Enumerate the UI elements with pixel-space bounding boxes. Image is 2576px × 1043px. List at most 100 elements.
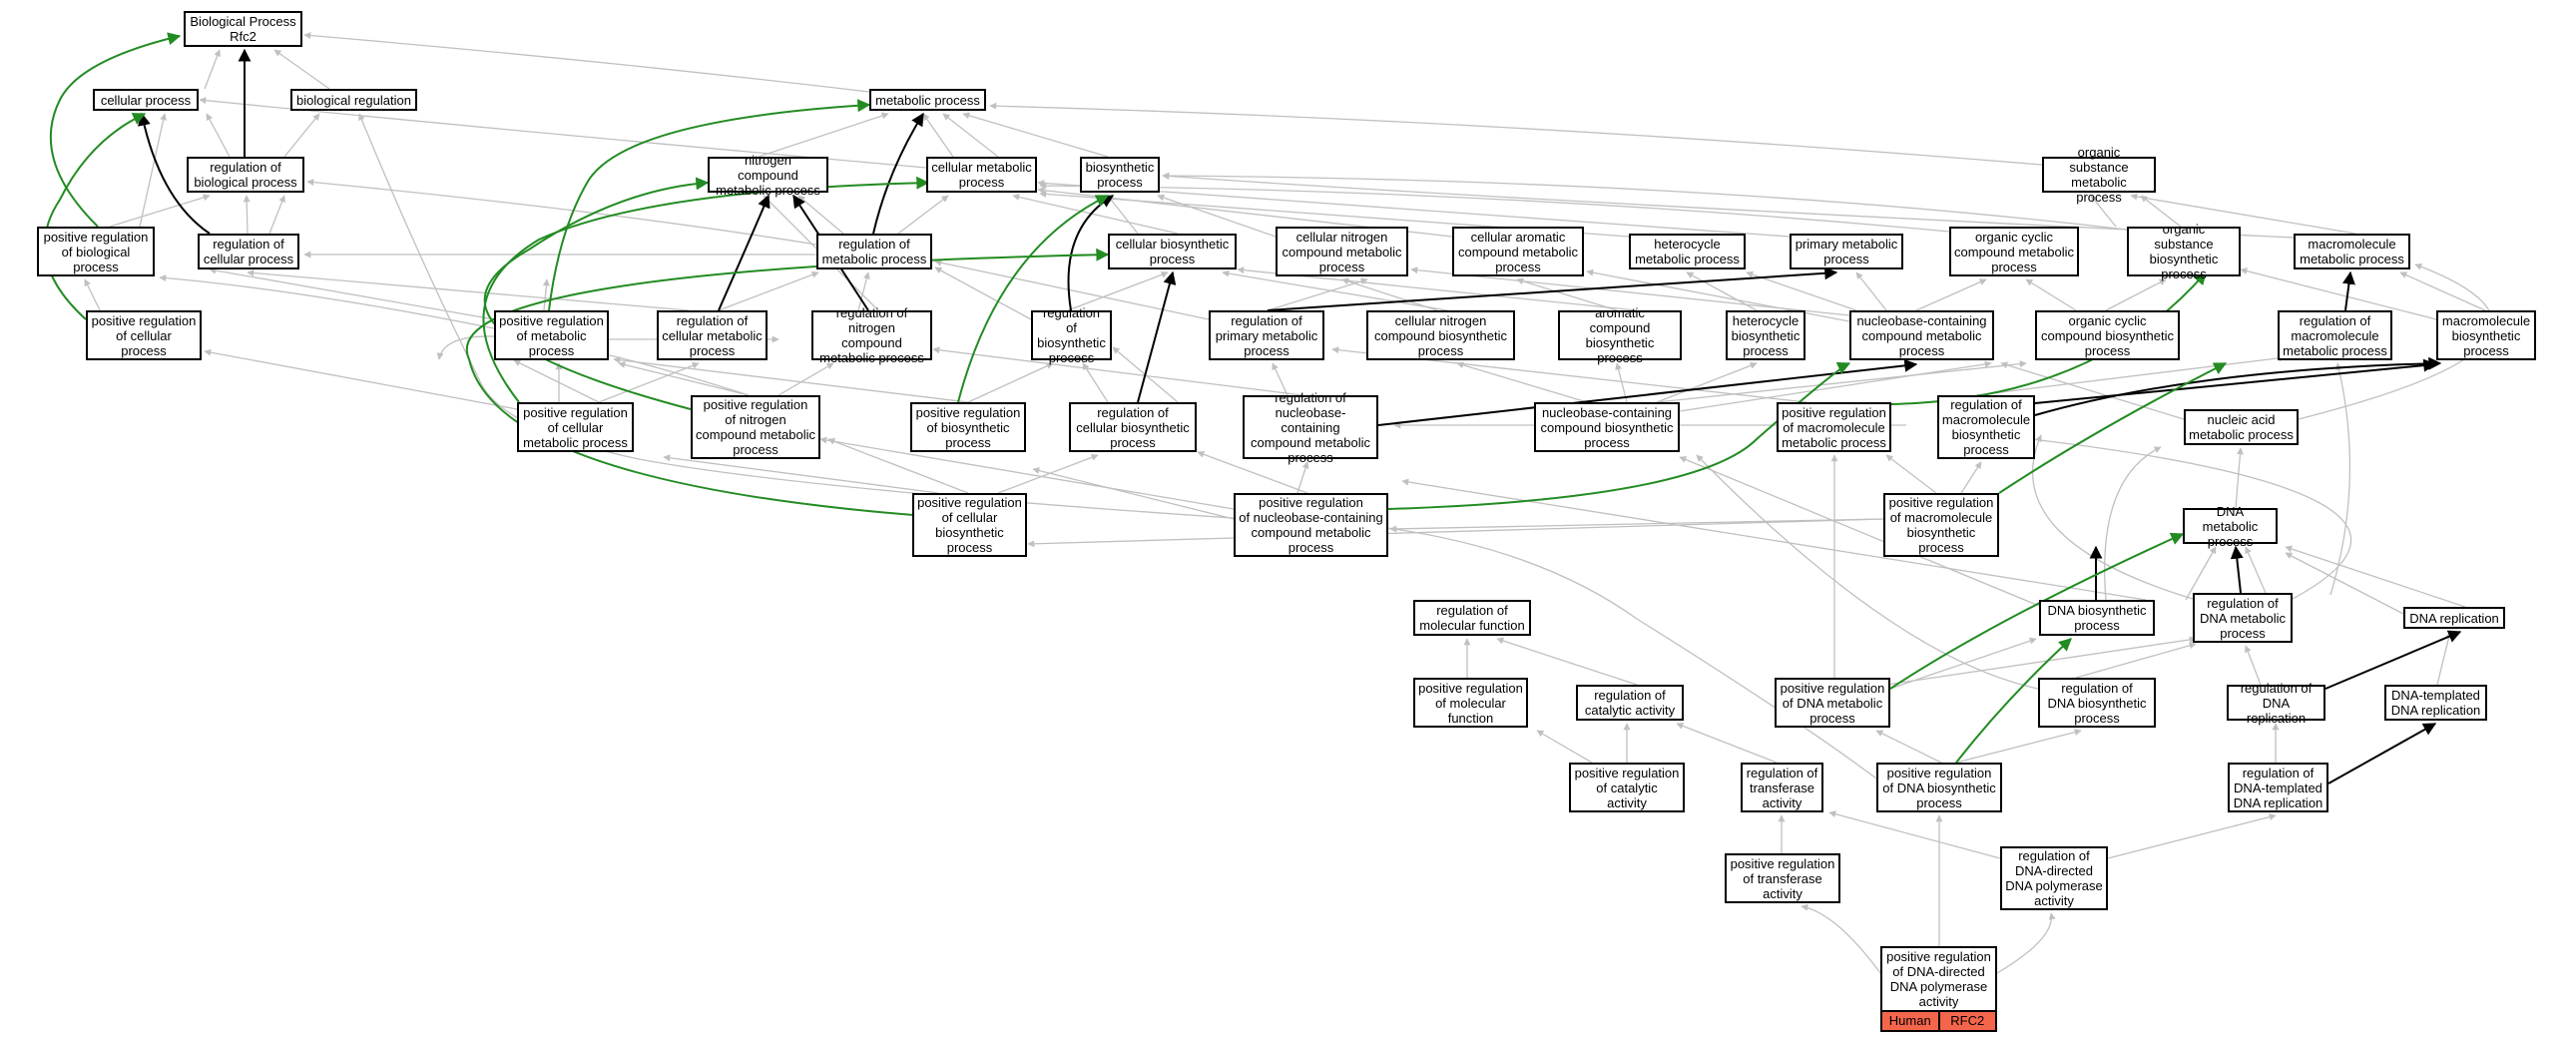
go-term-organic-substance-metabolic-process[interactable]: organic substance metabolic process — [2042, 145, 2156, 205]
go-term-dna-replication[interactable]: DNA replication — [2403, 607, 2505, 629]
go-term-positive-regulation-of-biosynthetic-process[interactable]: positive regulation of biosynthetic proc… — [910, 402, 1026, 452]
go-term-macromolecule-metabolic-process[interactable]: macromolecule metabolic process — [2294, 234, 2410, 269]
is-a-edge-36 — [718, 270, 819, 311]
is-a-edge-40 — [934, 266, 1032, 320]
go-term-regulation-of-macromolecule-metabolic-process[interactable]: regulation of macromolecule metabolic pr… — [2278, 310, 2392, 360]
go-term-regulation-of-metabolic-process[interactable]: regulation of metabolic process — [816, 234, 932, 269]
positively-regulates-edge-151 — [1889, 532, 2185, 690]
go-term-nucleobase-containing-compound-metabolic-process[interactable]: nucleobase-containing compound metabolic… — [1849, 310, 1994, 360]
go-term-cellular-nitrogen-compound-biosynthetic-process[interactable]: cellular nitrogen compound biosynthetic … — [1366, 310, 1515, 360]
go-term-regulation-of-biological-process[interactable]: regulation of biological process — [187, 157, 304, 193]
go-term-regulation-of-primary-metabolic-process[interactable]: regulation of primary metabolic process — [1209, 310, 1324, 360]
go-term-cellular-metabolic-process[interactable]: cellular metabolic process — [926, 157, 1037, 193]
go-term-regulation-of-dna-templated-dna-replication[interactable]: regulation of DNA-templated DNA replicat… — [2228, 763, 2328, 812]
go-term-positive-regulation-of-macromolecule-metabolic-process[interactable]: positive regulation of macromolecule met… — [1777, 402, 1891, 452]
go-term-regulation-of-nitrogen-compound-metabolic-process[interactable]: regulation of nitrogen compound metaboli… — [811, 305, 932, 365]
is-a-edge-114 — [1676, 723, 1778, 764]
is-a-edge-55 — [2399, 271, 2486, 311]
regulates-edge-136 — [2034, 356, 2442, 416]
positively-regulates-edge-144 — [482, 176, 930, 403]
go-term-regulation-of-molecular-function[interactable]: regulation of molecular function — [1413, 600, 1531, 636]
go-term-metabolic-process[interactable]: metabolic process — [869, 89, 986, 111]
is-a-edge-71 — [1656, 362, 1758, 403]
go-term-cellular-biosynthetic-process[interactable]: cellular biosynthetic process — [1108, 234, 1237, 269]
is-a-edge-106 — [1885, 636, 2197, 686]
go-term-regulation-of-dna-directed-dna-polymerase-activity[interactable]: regulation of DNA-directed DNA polymeras… — [2000, 846, 2108, 910]
go-term-biosynthetic-process[interactable]: biosynthetic process — [1080, 157, 1160, 193]
is-a-edge-84 — [1032, 467, 1235, 520]
is-a-edge-72 — [1679, 360, 1992, 412]
is-a-edge-124 — [1996, 912, 2056, 974]
go-term-heterocycle-biosynthetic-process[interactable]: heterocycle biosynthetic process — [1726, 310, 1805, 360]
go-term-heterocycle-metabolic-process[interactable]: heterocycle metabolic process — [1629, 234, 1746, 269]
go-term-positive-regulation-of-cellular-metabolic-process[interactable]: positive regulation of cellular metaboli… — [517, 402, 634, 452]
go-term-dna-templated-dna-replication[interactable]: DNA-templated DNA replication — [2384, 685, 2487, 721]
is-a-edge-28 — [1162, 172, 2128, 231]
is-a-edge-6 — [922, 113, 954, 158]
go-term-regulation-of-macromolecule-biosynthetic-process[interactable]: regulation of macromolecule biosynthetic… — [1937, 395, 2035, 459]
go-term-nucleobase-containing-compound-biosynthetic-process[interactable]: nucleobase-containing compound biosynthe… — [1534, 402, 1680, 452]
go-term-organic-cyclic-compound-metabolic-process[interactable]: organic cyclic compound metabolic proces… — [1949, 227, 2079, 276]
go-term-regulation-of-cellular-biosynthetic-process[interactable]: regulation of cellular biosynthetic proc… — [1069, 402, 1197, 452]
regulates-edge-128 — [718, 194, 771, 311]
is-a-edge-64 — [613, 356, 1027, 410]
is-a-edge-43 — [1341, 277, 1438, 311]
go-term-positive-regulation-of-molecular-function[interactable]: positive regulation of molecular functio… — [1413, 678, 1528, 728]
go-term-positive-regulation-of-biological-process[interactable]: positive regulation of biological proces… — [37, 227, 155, 276]
is-a-edge-15 — [306, 179, 817, 246]
go-term-regulation-of-transferase-activity[interactable]: regulation of transferase activity — [1741, 763, 1823, 812]
positively-regulates-edge-147 — [465, 248, 1110, 520]
go-term-regulation-of-dna-replication[interactable]: regulation of DNA replication — [2227, 681, 2325, 726]
go-term-regulation-of-catalytic-activity[interactable]: regulation of catalytic activity — [1576, 685, 1684, 721]
go-term-positive-regulation-of-metabolic-process[interactable]: positive regulation of metabolic process — [494, 310, 609, 360]
go-term-regulation-of-biosynthetic-process[interactable]: regulation of biosynthetic process — [1031, 305, 1112, 365]
is-a-edge-33 — [542, 278, 550, 311]
go-term-dna-biosynthetic-process[interactable]: DNA biosynthetic process — [2039, 600, 2155, 636]
go-term-cellular-aromatic-compound-metabolic-process[interactable]: cellular aromatic compound metabolic pro… — [1452, 227, 1584, 276]
gene-badge-species[interactable]: Human — [1882, 1012, 1938, 1030]
go-term-primary-metabolic-process[interactable]: primary metabolic process — [1790, 234, 1903, 269]
go-term-positive-regulation-of-cellular-process[interactable]: positive regulation of cellular process — [86, 310, 202, 360]
go-term-nitrogen-compound-metabolic-process[interactable]: nitrogen compound metabolic process — [708, 153, 828, 198]
is-a-edge-24 — [1037, 179, 1791, 238]
go-term-regulation-of-dna-metabolic-process[interactable]: regulation of DNA metabolic process — [2193, 593, 2293, 643]
is-a-edge-25 — [2090, 195, 2117, 228]
go-term-cellular-process[interactable]: cellular process — [93, 89, 199, 111]
go-term-nucleic-acid-metabolic-process[interactable]: nucleic acid metabolic process — [2184, 409, 2299, 445]
go-term-biological-process[interactable]: Biological Process Rfc2 — [184, 11, 302, 47]
go-term-positive-regulation-of-catalytic-activity[interactable]: positive regulation of catalytic activit… — [1569, 763, 1685, 812]
is-a-edge-54 — [2025, 278, 2077, 311]
go-term-cellular-nitrogen-compound-metabolic-process[interactable]: cellular nitrogen compound metabolic pro… — [1276, 227, 1408, 276]
go-term-biological-regulation[interactable]: biological regulation — [290, 89, 417, 111]
go-term-regulation-of-cellular-process[interactable]: regulation of cellular process — [198, 234, 299, 269]
go-term-positive-regulation-of-macromolecule-biosynthetic-process[interactable]: positive regulation of macromolecule bio… — [1883, 493, 1999, 557]
is-a-edge-94 — [2245, 546, 2267, 594]
is-a-edge-0 — [204, 49, 222, 90]
go-term-positive-regulation-of-transferase-activity[interactable]: positive regulation of transferase activ… — [1725, 853, 1840, 903]
is-a-edge-26 — [1039, 182, 1950, 233]
gene-badge-gene[interactable]: RFC2 — [1937, 1012, 1995, 1030]
is-a-edge-101 — [2285, 552, 2406, 616]
go-term-regulation-of-dna-biosynthetic-process[interactable]: regulation of DNA biosynthetic process — [2038, 678, 2156, 728]
go-term-positive-regulation-of-dna-directed-dna-polymerase-activity[interactable]: positive regulation of DNA-directed DNA … — [1880, 946, 1997, 1012]
is-a-edge-7 — [942, 113, 999, 158]
is-a-edge-52 — [1915, 278, 1987, 311]
is-a-edge-75 — [1975, 354, 2287, 396]
is-a-edge-16 — [797, 195, 844, 235]
go-term-positive-regulation-of-nucleobase-containing-compound-metabolic-process[interactable]: positive regulation of nucleobase-contai… — [1234, 493, 1388, 557]
go-term-positive-regulation-of-dna-biosynthetic-process[interactable]: positive regulation of DNA biosynthetic … — [1876, 763, 2002, 812]
go-term-regulation-of-cellular-metabolic-process[interactable]: regulation of cellular metabolic process — [657, 310, 768, 360]
go-term-regulation-of-nucleobase-containing-compound-metabolic-process[interactable]: regulation of nucleobase-containing comp… — [1243, 390, 1378, 465]
is-a-edge-14 — [268, 195, 285, 235]
regulates-edge-135 — [2034, 358, 2437, 404]
go-term-positive-regulation-of-dna-metabolic-process[interactable]: positive regulation of DNA metabolic pro… — [1775, 678, 1890, 728]
go-term-organic-cyclic-compound-biosynthetic-process[interactable]: organic cyclic compound biosynthetic pro… — [2035, 310, 2180, 360]
go-term-positive-regulation-of-cellular-biosynthetic-process[interactable]: positive regulation of cellular biosynth… — [912, 493, 1027, 557]
go-term-positive-regulation-of-nitrogen-compound-metabolic-process[interactable]: positive regulation of nitrogen compound… — [691, 395, 820, 459]
go-term-organic-substance-biosynthetic-process[interactable]: organic substance biosynthetic process — [2127, 222, 2241, 281]
go-term-aromatic-compound-biosynthetic-process[interactable]: aromatic compound biosynthetic process — [1558, 305, 1682, 365]
go-term-dna-metabolic-process[interactable]: DNA metabolic process — [2183, 504, 2278, 549]
go-term-macromolecule-biosynthetic-process[interactable]: macromolecule biosynthetic process — [2436, 310, 2536, 360]
is-a-edge-102 — [1995, 432, 2352, 600]
